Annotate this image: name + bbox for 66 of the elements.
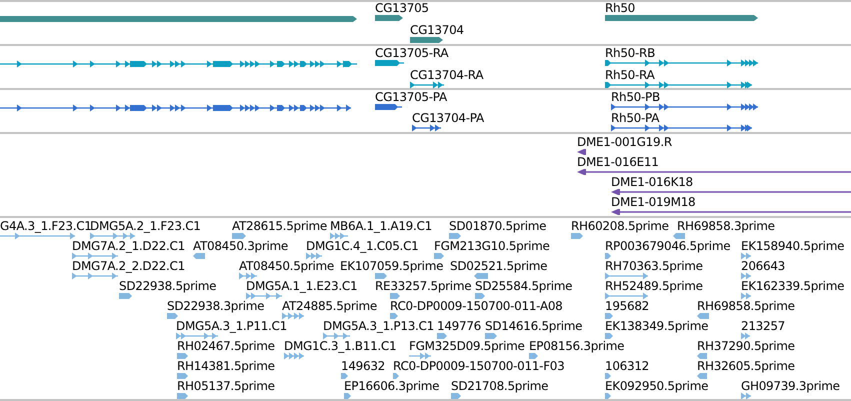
feature-label: FGM325D09.5prime — [409, 339, 525, 353]
feature-label: DMG1C.3_1.B11.C1 — [284, 339, 396, 353]
feature-label: AT28615.5prime — [232, 219, 327, 233]
feature-label: RC0-DP0009-150700-011-A08 — [390, 299, 563, 313]
feature-label: RH69858.5prime — [697, 299, 795, 313]
feature-label: MB6A.1_1.A19.C1 — [330, 219, 432, 233]
feature-label: GH09739.3prime — [741, 379, 840, 393]
feature-label: RH02467.5prime — [177, 339, 275, 353]
feature-label: DMG5A.3_1.P11.C1 — [176, 319, 287, 333]
feature-label: AT08450.3prime — [193, 239, 288, 253]
feature-label: DMG5A.1_1.E23.C1 — [246, 279, 358, 293]
feature-label: Rh50-RB — [605, 46, 656, 60]
feature-label: DME1-001G19.R — [577, 135, 672, 149]
feature-label: CG13705 — [375, 1, 429, 15]
feature-label: 149632 — [341, 359, 386, 373]
feature-label: Rh50-RA — [605, 68, 655, 82]
feature-label: EP08156.3prime — [529, 339, 624, 353]
feature-label: RH32605.5prime — [697, 359, 795, 373]
feature-label: CG13704 — [410, 23, 464, 37]
feature-label: G4A.3_1.F23.C1 — [0, 219, 92, 233]
feature-label: 149776 — [437, 319, 482, 333]
feature-label: CG13705-PA — [375, 90, 447, 104]
feature-label: SD02521.5prime — [450, 259, 548, 273]
feature-label: DMG5A.3_1.P13.C1 — [323, 319, 434, 333]
feature-label: Rh50 — [605, 1, 636, 15]
feature-label: RE33257.5prime — [375, 279, 472, 293]
feature-label: SD22938.5prime — [119, 279, 216, 293]
feature-label: DMG7A.2_1.D22.C1 — [72, 239, 185, 253]
feature-label: RP003679046.5prime — [605, 239, 730, 253]
feature-label: DME1-016K18 — [611, 175, 693, 189]
feature-label: EP16606.3prime — [344, 379, 440, 393]
feature-label: RH60208.5prime — [571, 219, 669, 233]
feature-label: RH14381.5prime — [177, 359, 275, 373]
feature-label: Rh50-PA — [611, 111, 660, 125]
feature-label: SD14616.5prime — [485, 319, 582, 333]
feature-label: 195682 — [605, 299, 650, 313]
feature-label: FGM213G10.5prime — [434, 239, 550, 253]
feature-label: SD21708.5prime — [451, 379, 548, 393]
feature-label: CG13704-PA — [412, 111, 484, 125]
feature-label: SD01870.5prime — [449, 219, 546, 233]
feature-label: RH52489.5prime — [605, 279, 703, 293]
feature-label: CG13704-RA — [410, 68, 484, 82]
feature-label: RH37290.5prime — [697, 339, 795, 353]
feature-label: EK158940.5prime — [741, 239, 844, 253]
feature-label: SD25584.5prime — [475, 279, 572, 293]
feature-label: EK162339.5prime — [741, 279, 844, 293]
feature-label: 213257 — [741, 319, 786, 333]
feature-label: DMG7A.2_2.D22.C1 — [72, 259, 185, 273]
feature-label: AT08450.5prime — [239, 259, 334, 273]
feature-label: Rh50-PB — [611, 90, 660, 104]
feature-label: AT24885.5prime — [282, 299, 377, 313]
feature-label: RH70363.5prime — [605, 259, 703, 273]
feature-label: CG13705-RA — [375, 46, 448, 60]
feature-label: DMG5A.2_1.F23.C1 — [90, 219, 201, 233]
feature-label: RH05137.5prime — [177, 379, 275, 393]
feature-label: DMG1C.4_1.C05.C1 — [306, 239, 418, 253]
feature-label: DME1-016E11 — [577, 155, 659, 169]
feature-label: DME1-019M18 — [611, 195, 696, 209]
feature-label: EK138349.5prime — [605, 319, 708, 333]
feature-label: 206643 — [741, 259, 786, 273]
feature-label: SD22938.3prime — [167, 299, 264, 313]
feature-label: EK092950.5prime — [605, 379, 708, 393]
feature-label: EK107059.5prime — [340, 259, 444, 273]
feature-label: RH69858.3prime — [677, 219, 775, 233]
feature-label: 106312 — [605, 359, 650, 373]
feature-label: RC0-DP0009-150700-011-F03 — [393, 359, 564, 373]
